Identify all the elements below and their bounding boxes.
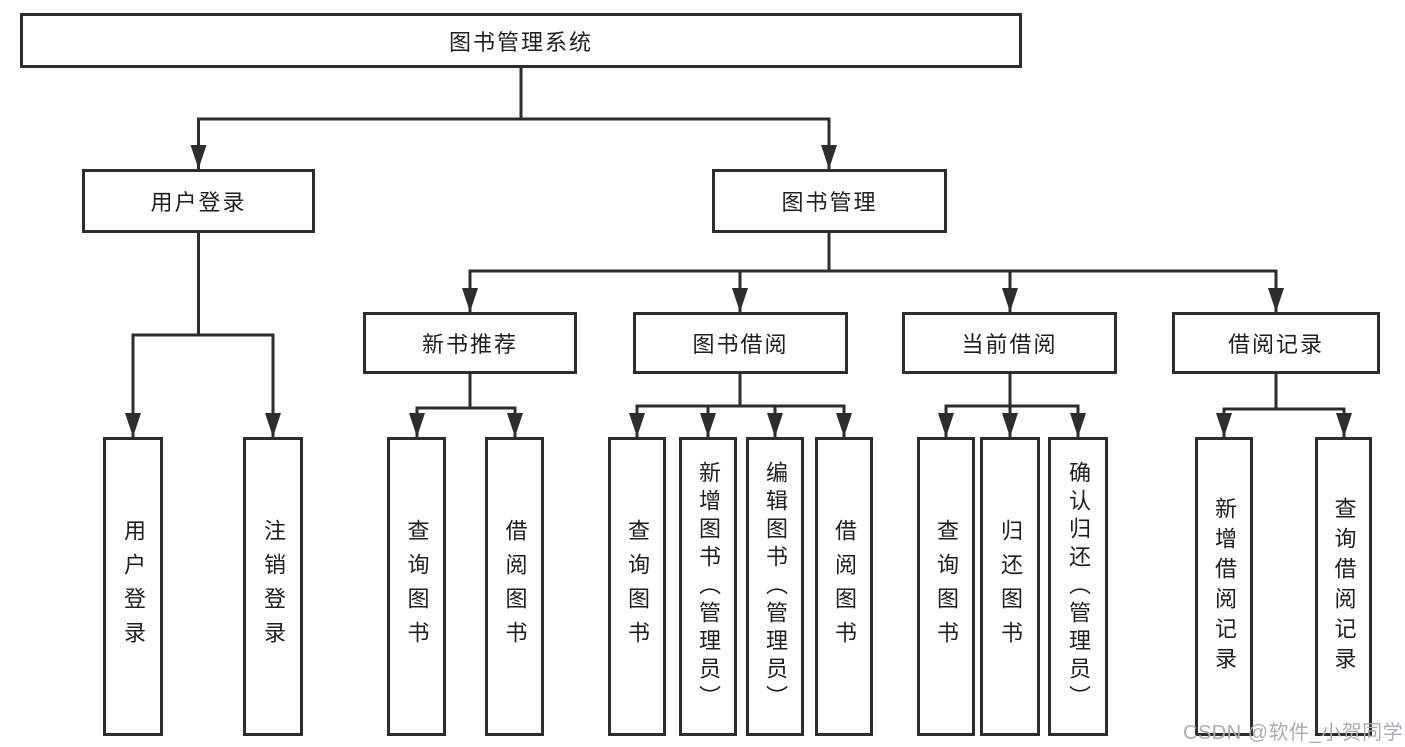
node-borrowing-records-label: 借阅记录 (1227, 332, 1324, 357)
leaf-user-login-label: 用户登录 (121, 518, 146, 655)
leaf-borrow-books-borrowing-label: 借阅图书 (832, 518, 857, 655)
leaf-borrow-books-recommend-label: 借阅图书 (502, 518, 528, 655)
node-book-management: 图书管理 (712, 169, 947, 233)
node-current-borrowing-label: 当前借阅 (961, 332, 1058, 357)
leaf-return-books: 归还图书 (980, 437, 1040, 736)
leaf-add-borrow-record-label: 新增借阅记录 (1212, 496, 1237, 677)
leaf-borrow-books-borrowing: 借阅图书 (815, 437, 873, 736)
leaf-borrow-books-recommend: 借阅图书 (485, 437, 544, 736)
leaf-logout: 注销登录 (243, 437, 303, 736)
leaf-add-books-admin: 新增图书（管理员） (679, 437, 737, 736)
node-new-book-recommend: 新书推荐 (363, 312, 577, 374)
leaf-confirm-return-admin: 确认归还（管理员） (1048, 437, 1108, 736)
leaf-query-books-recommend: 查询图书 (387, 437, 446, 736)
csdn-watermark: CSDN @软件_小贺同学 (1183, 722, 1404, 744)
node-current-borrowing: 当前借阅 (902, 312, 1117, 374)
leaf-logout-label: 注销登录 (261, 518, 286, 655)
leaf-confirm-return-admin-label: 确认归还（管理员） (1066, 460, 1091, 713)
leaf-query-books-current-label: 查询图书 (934, 518, 959, 655)
leaf-query-borrow-record-label: 查询借阅记录 (1331, 496, 1357, 677)
leaf-query-books-recommend-label: 查询图书 (404, 518, 430, 655)
leaf-query-books-borrowing-label: 查询图书 (625, 518, 650, 655)
node-book-management-label: 图书管理 (781, 190, 878, 215)
leaf-return-books-label: 归还图书 (998, 518, 1023, 655)
leaf-edit-books-admin-label: 编辑图书（管理员） (763, 460, 788, 713)
node-root: 图书管理系统 (20, 13, 1022, 68)
leaf-query-books-borrowing: 查询图书 (608, 437, 666, 736)
leaf-query-books-current: 查询图书 (917, 437, 975, 736)
node-root-label: 图书管理系统 (448, 29, 593, 55)
node-borrowing-records: 借阅记录 (1172, 312, 1380, 374)
node-user-login-branch: 用户登录 (82, 169, 315, 233)
leaf-query-borrow-record: 查询借阅记录 (1315, 437, 1372, 736)
node-user-login-branch-label: 用户登录 (150, 190, 247, 215)
node-new-book-recommend-label: 新书推荐 (421, 332, 518, 357)
leaf-add-books-admin-label: 新增图书（管理员） (696, 460, 721, 713)
leaf-edit-books-admin: 编辑图书（管理员） (746, 437, 804, 736)
leaf-add-borrow-record: 新增借阅记录 (1195, 437, 1253, 736)
node-book-borrowing: 图书借阅 (633, 312, 848, 374)
node-book-borrowing-label: 图书借阅 (692, 332, 789, 357)
leaf-user-login: 用户登录 (103, 437, 163, 736)
